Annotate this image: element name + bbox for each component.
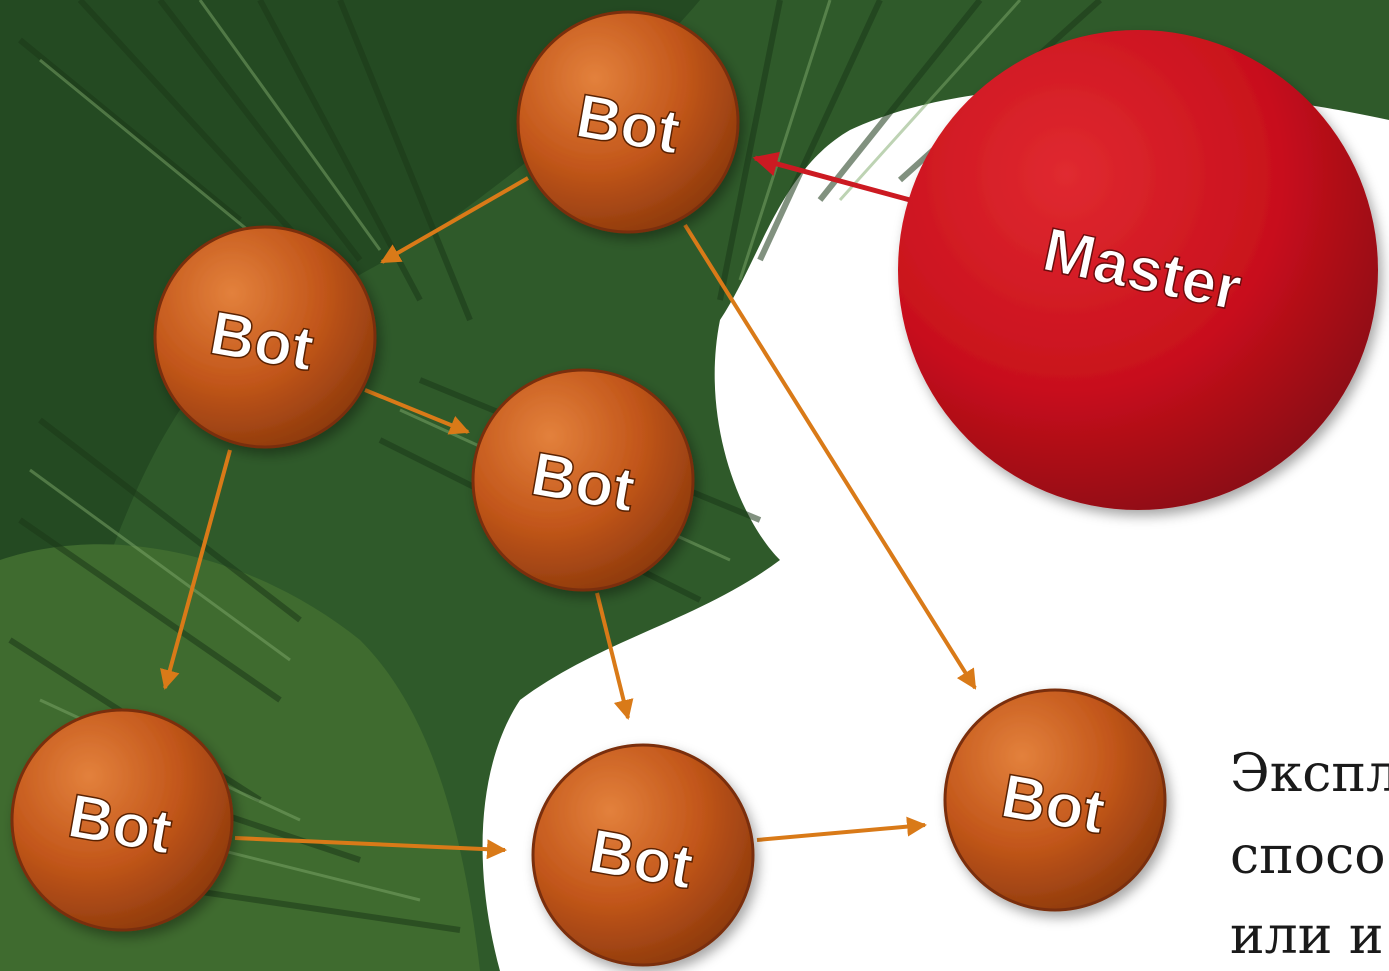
bot-node-bottom-left: Bot (10, 708, 234, 932)
bot-label: Bot (584, 817, 698, 903)
arrow-bot-left-to-bot-middle (364, 388, 470, 435)
connection-arrows (160, 151, 977, 860)
bot-node-middle: Bot (471, 368, 695, 592)
caption-line-3: или и (1230, 906, 1384, 966)
arrow-bot-left-to-bot-bottom-left (160, 449, 232, 690)
master-node: Master (898, 30, 1378, 510)
arrow-bot-top-to-bot-right (683, 223, 977, 690)
bot-label: Bot (63, 782, 177, 868)
bot-node-top: Bot (516, 10, 740, 234)
caption-line-1: Экспл (1230, 744, 1389, 804)
arrow-bot-bottom-left-to-bot-bottom-middle (234, 836, 507, 860)
arrow-bot-top-to-bot-left (380, 176, 529, 264)
bot-node-right: Bot (943, 688, 1167, 912)
caption-line-2: спосо (1230, 826, 1386, 886)
bot-node-left: Bot (153, 225, 377, 449)
arrow-bot-middle-to-bot-bottom-middle (595, 592, 634, 720)
arrow-bot-bottom-middle-to-bot-right (756, 816, 927, 842)
bot-node-bottom-middle: Bot (531, 743, 755, 967)
bot-label: Bot (526, 440, 640, 526)
arrow-master-to-bot (752, 151, 911, 203)
